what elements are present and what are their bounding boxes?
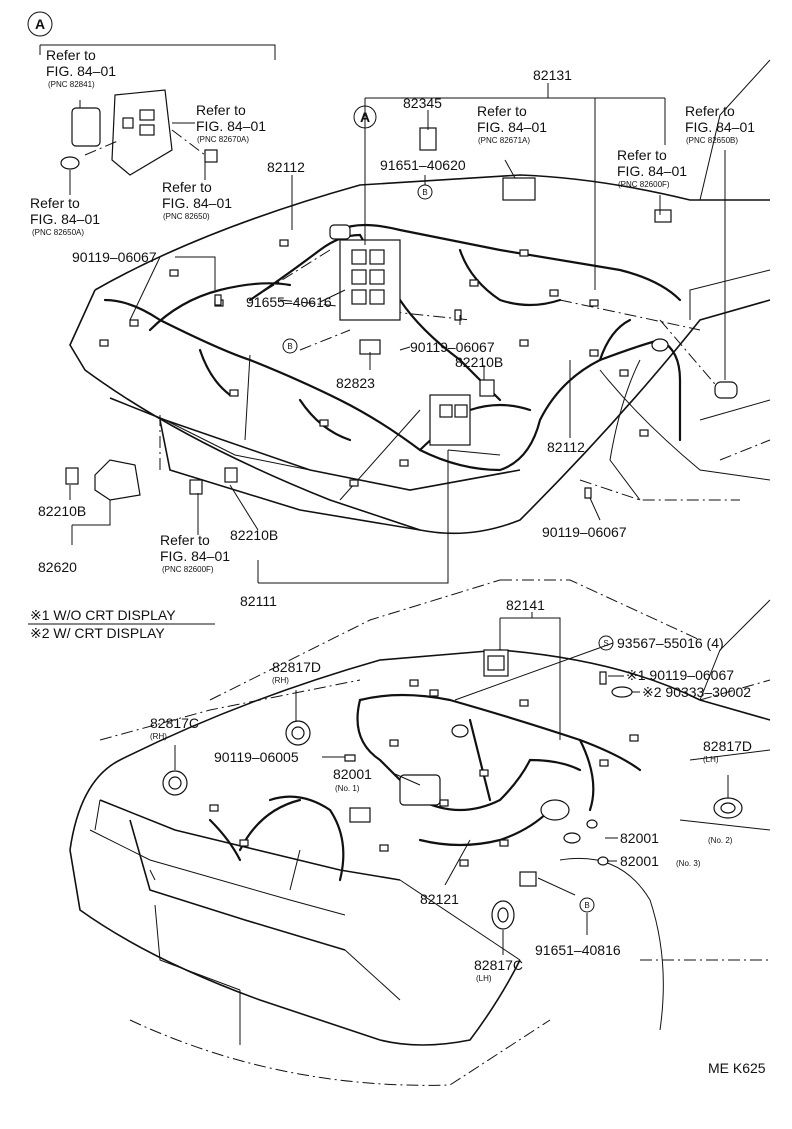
refer-fig: FIG. 84–01	[30, 211, 100, 227]
legend-note-2: ※2 W/ CRT DISPLAY	[30, 625, 165, 641]
part-label-91651-40620: 91651–40620	[380, 157, 466, 173]
refer-prefix: Refer to	[196, 102, 246, 118]
refer-fig: FIG. 84–01	[160, 548, 230, 564]
refer-fig: FIG. 84–01	[46, 63, 116, 79]
marker-b-label: B	[584, 901, 589, 910]
refer-82600f-top: Refer to FIG. 84–01 (PNC 82600F)	[617, 147, 687, 189]
refer-fig: FIG. 84–01	[162, 195, 232, 211]
top-car-outline	[69, 59, 771, 535]
position-label-no1: (No. 1)	[335, 784, 360, 793]
part-label-82210b: 82210B	[38, 503, 86, 519]
marker-a-main: A	[353, 105, 377, 129]
refer-prefix: Refer to	[685, 103, 735, 119]
part-label-82210b: 82210B	[455, 354, 503, 370]
legend: ※1 W/O CRT DISPLAY ※2 W/ CRT DISPLAY	[28, 607, 215, 641]
marker-b-label: B	[287, 342, 292, 351]
refer-82650: Refer to FIG. 84–01 (PNC 82650)	[162, 179, 232, 221]
part-label-91651-40816: 91651–40816	[535, 942, 621, 958]
refer-fig: FIG. 84–01	[196, 118, 266, 134]
part-label-82001: 82001	[333, 766, 372, 782]
part-label-82817c: 82817C	[474, 957, 523, 973]
part-label-82001: 82001	[620, 830, 659, 846]
marker-s-label: S	[603, 639, 608, 648]
position-label-no3: (No. 3)	[676, 859, 701, 868]
refer-pnc: (PNC 82841)	[48, 80, 95, 89]
legend-note-1: ※1 W/O CRT DISPLAY	[30, 607, 176, 623]
part-label-82131: 82131	[533, 67, 572, 83]
part-label-91655-40616: 91655–40616	[246, 294, 332, 310]
refer-prefix: Refer to	[30, 195, 80, 211]
refer-82841: Refer to FIG. 84–01 (PNC 82841)	[46, 47, 116, 89]
refer-pnc: (PNC 82670A)	[197, 135, 249, 144]
marker-a-inset: A	[27, 11, 53, 37]
marker-a-label: A	[360, 109, 370, 125]
part-label-82141: 82141	[506, 597, 545, 613]
refer-prefix: Refer to	[162, 179, 212, 195]
part-label-82620: 82620	[38, 559, 77, 575]
part-label-90119-06067: 90119–06067	[542, 524, 627, 540]
refer-pnc: (PNC 82650)	[163, 212, 210, 221]
side-label-rh: (RH)	[272, 676, 289, 685]
position-label-no2: (No. 2)	[708, 836, 733, 845]
leader-lines	[69, 83, 729, 955]
marker-b-label: B	[422, 188, 427, 197]
bottom-components	[162, 649, 743, 930]
refer-82600f-bottom: Refer to FIG. 84–01 (PNC 82600F)	[160, 532, 230, 574]
part-label-90119-06067: 90119–06067	[410, 339, 495, 355]
part-label-82817d: 82817D	[703, 738, 752, 754]
refer-pnc: (PNC 82671A)	[478, 136, 530, 145]
marker-s: S	[598, 635, 614, 651]
part-label-82111: 82111	[240, 593, 277, 609]
side-label-lh: (LH)	[476, 974, 492, 983]
refer-prefix: Refer to	[160, 532, 210, 548]
part-label-93567-55016: 93567–55016 (4)	[617, 635, 724, 651]
part-label-82112: 82112	[267, 159, 305, 175]
side-label-rh: (RH)	[150, 732, 167, 741]
refer-prefix: Refer to	[617, 147, 667, 163]
part-label-90119-06067: ※1 90119–06067	[626, 667, 734, 683]
marker-b-2: B	[282, 338, 298, 354]
refer-pnc: (PNC 82650B)	[686, 136, 738, 145]
refer-pnc: (PNC 82600F)	[618, 180, 670, 189]
refer-prefix: Refer to	[477, 103, 527, 119]
refer-82671a: Refer to FIG. 84–01 (PNC 82671A)	[477, 103, 547, 145]
refer-fig: FIG. 84–01	[685, 119, 755, 135]
part-label-82121: 82121	[420, 891, 459, 907]
marker-a-label: A	[35, 16, 45, 32]
side-label-lh: (LH)	[703, 755, 719, 764]
part-label-82817d: 82817D	[272, 659, 321, 675]
marker-b-3: B	[579, 897, 595, 913]
part-label-90119-06005: 90119–06005	[214, 749, 299, 765]
part-label-82823: 82823	[336, 375, 375, 391]
figure-code: ME K625	[708, 1060, 766, 1076]
refer-pnc: (PNC 82600F)	[162, 565, 214, 574]
part-label-90333-30002: ※2 90333–30002	[642, 684, 751, 700]
part-label-90119-06067: 90119–06067	[72, 249, 157, 265]
refer-pnc: (PNC 82650A)	[32, 228, 84, 237]
refer-fig: FIG. 84–01	[617, 163, 687, 179]
part-label-82345: 82345	[403, 95, 442, 111]
inset-a-parts	[39, 44, 276, 195]
refer-82650a: Refer to FIG. 84–01 (PNC 82650A)	[30, 195, 100, 237]
top-components	[65, 127, 738, 501]
part-label-82210b: 82210B	[230, 527, 278, 543]
part-label-82817c: 82817C	[150, 715, 199, 731]
refer-prefix: Refer to	[46, 47, 96, 63]
refer-82650b: Refer to FIG. 84–01 (PNC 82650B)	[685, 103, 755, 145]
part-label-82001: 82001	[620, 853, 659, 869]
bottom-car-outline	[69, 579, 771, 1086]
refer-fig: FIG. 84–01	[477, 119, 547, 135]
refer-82670a: Refer to FIG. 84–01 (PNC 82670A)	[196, 102, 266, 144]
marker-b-1: B	[417, 184, 433, 200]
part-label-82112: 82112	[547, 439, 585, 455]
part-labels: 82131 82345 91651–40620 82112 90119–0606…	[38, 67, 752, 983]
